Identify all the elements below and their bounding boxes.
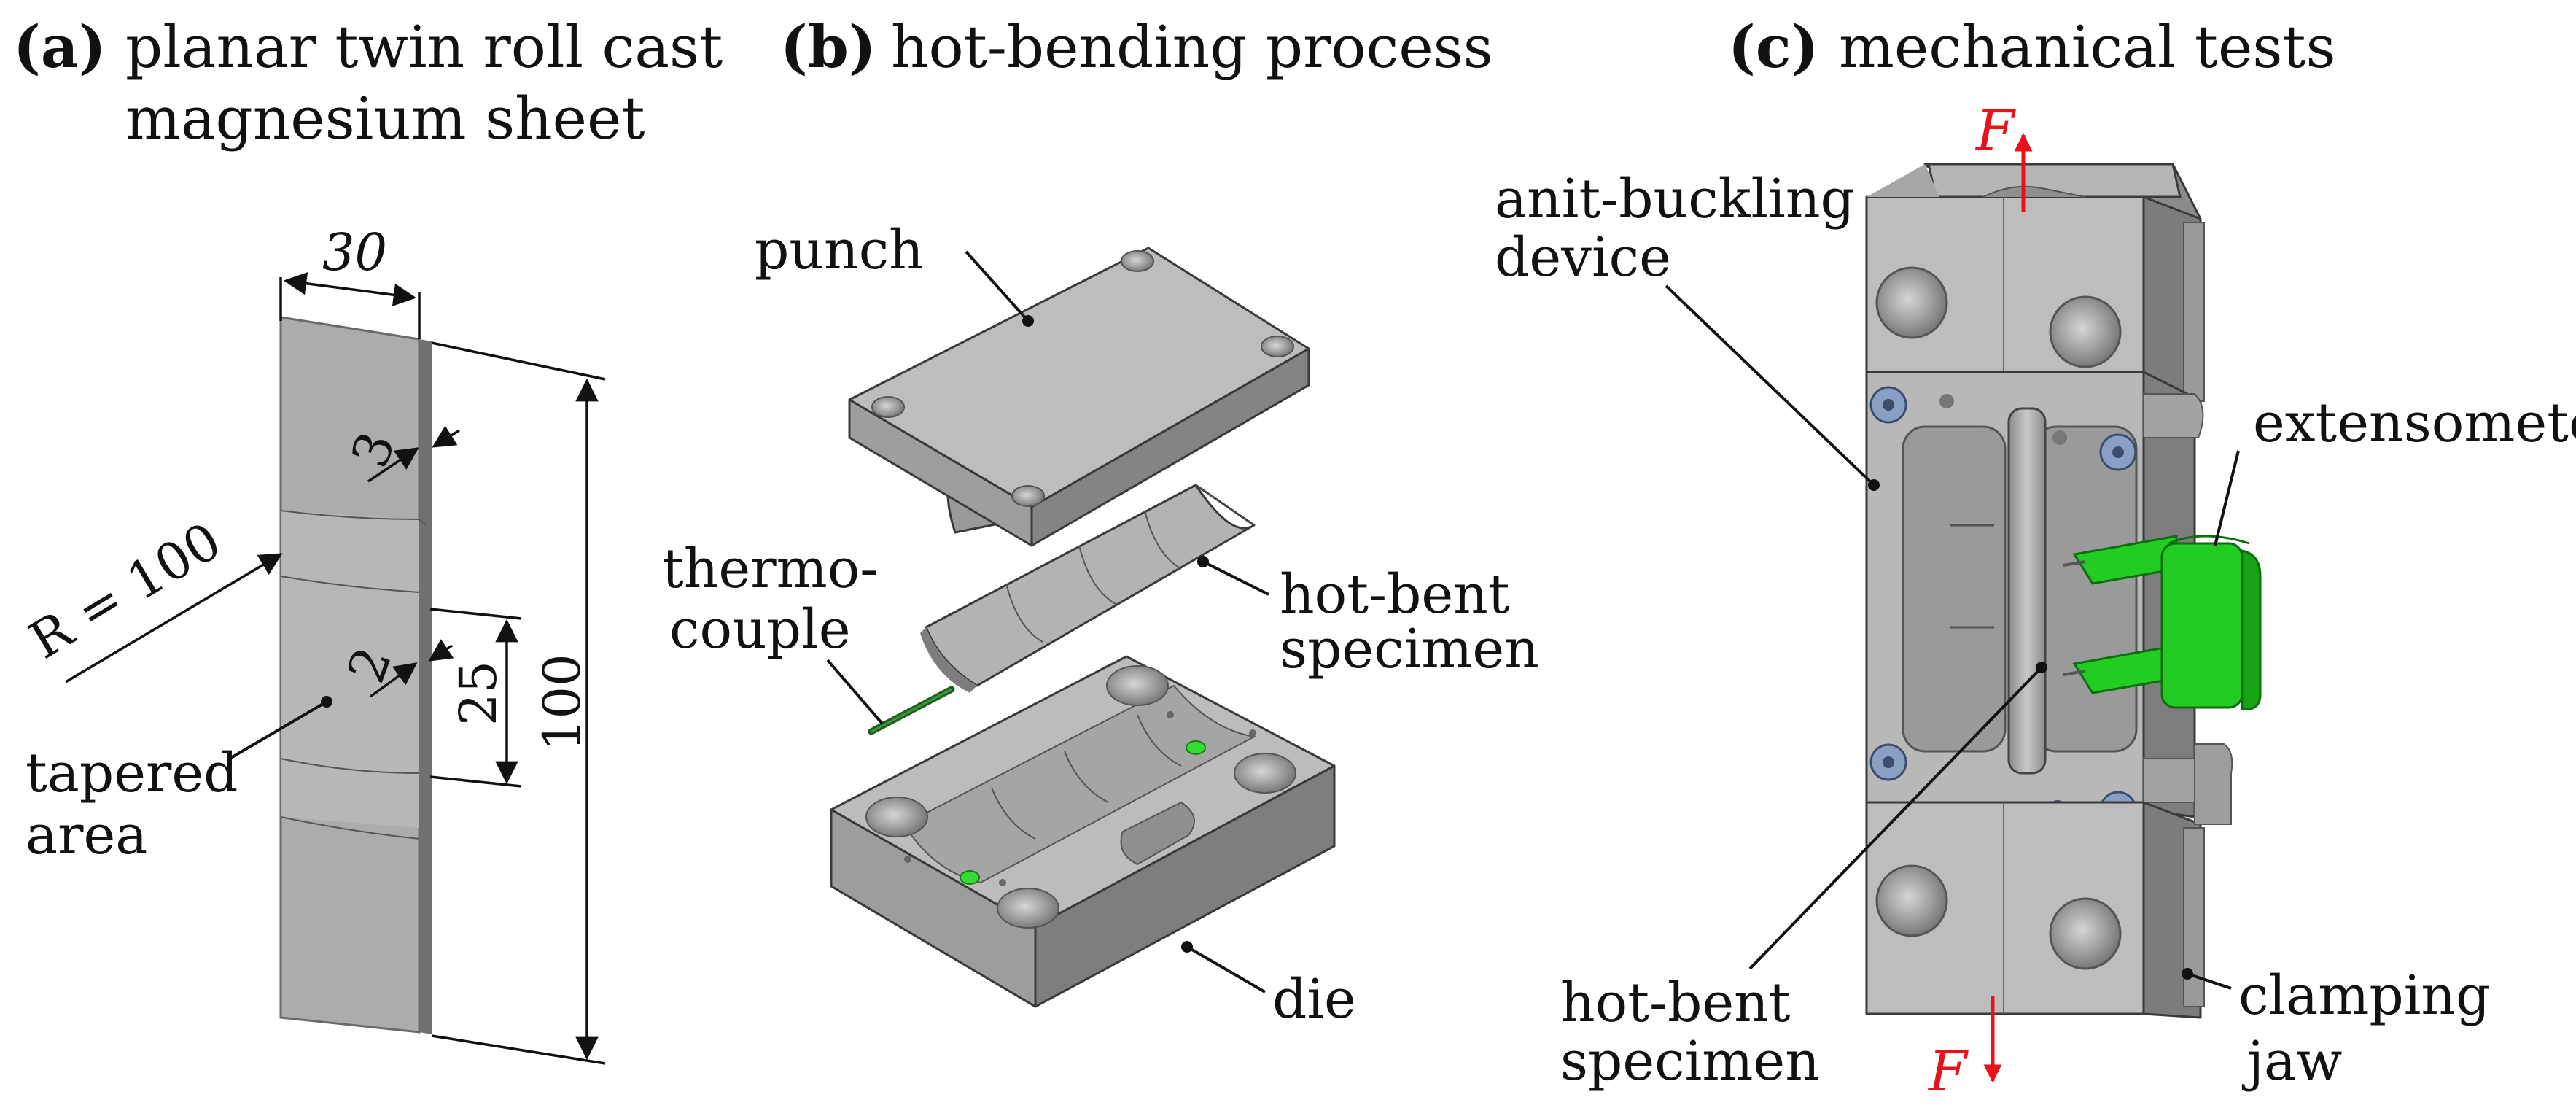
panel-a-title-line1: planar twin roll cast <box>125 13 723 81</box>
force-arrow-top: F <box>1974 98 2033 212</box>
hot-bent-specimen-c-label-line2: specimen <box>1560 1030 1820 1093</box>
panel-a: (a) planar twin roll cast magnesium shee… <box>13 12 723 1065</box>
panel-a-letter: (a) <box>13 12 106 81</box>
force-top-label: F <box>1974 98 2016 163</box>
dimension-length-value: 100 <box>532 654 592 751</box>
tapered-area-callout: tapered area <box>26 696 332 867</box>
panel-b-letter: (b) <box>780 12 876 81</box>
bottom-clamping-jaw <box>1865 743 2233 1019</box>
hot-bent-specimen-b-label-line2: specimen <box>1280 618 1539 681</box>
thermocouple-label-line1: thermo- <box>662 538 878 600</box>
clamping-jaw-leader-dot <box>2182 968 2193 980</box>
anti-buckling-device <box>1865 371 2204 829</box>
antibuckling-label-line2: device <box>1495 226 1671 289</box>
panel-b: (b) hot-bending process <box>662 12 1539 1031</box>
specimen-c-leader-dot <box>2036 662 2047 673</box>
dimension-taper-length: 25 <box>429 608 522 788</box>
clamping-jaw-label-line2: jaw <box>2241 1030 2342 1093</box>
panel-a-title-line2: magnesium sheet <box>125 85 645 152</box>
dimension-length: 100 <box>431 341 606 1065</box>
die-leader-dot <box>1181 941 1193 953</box>
dimension-width-value: 30 <box>322 222 387 282</box>
punch-drawing <box>848 247 1310 547</box>
tapered-area-label-line2: area <box>26 804 147 867</box>
dimension-taper-length-value: 25 <box>448 661 508 726</box>
tapered-area-label-line1: tapered <box>26 742 238 805</box>
punch-leader-dot <box>1022 315 1034 327</box>
hot-bent-specimen-c-label-line1: hot-bent <box>1560 972 1791 1034</box>
specimen-b-leader-dot <box>1197 556 1209 567</box>
panel-c-title: mechanical tests <box>1839 13 2336 81</box>
tapered-specimen-drawing <box>279 316 432 1034</box>
dimension-radius: R = 100 <box>20 511 283 683</box>
extensometer-label: extensometer <box>2253 392 2576 454</box>
antibuckling-label-line1: anit-buckling <box>1495 168 1855 230</box>
antibuckling-leader-dot <box>1868 479 1880 491</box>
clamping-jaw-label-line1: clamping <box>2238 964 2490 1027</box>
extensometer-drawing <box>2063 535 2262 710</box>
panel-b-title: hot-bending process <box>891 13 1493 81</box>
panel-c-letter: (c) <box>1728 12 1818 81</box>
thermocouple-drawing <box>868 686 955 735</box>
hot-bent-specimen-c <box>2007 407 2047 775</box>
die-label: die <box>1272 968 1356 1031</box>
force-bottom-label: F <box>1927 1039 1969 1104</box>
punch-label: punch <box>755 219 924 282</box>
dimension-width: 30 <box>279 222 421 339</box>
hot-bent-specimen-b-label-line1: hot-bent <box>1280 563 1510 626</box>
die-drawing <box>830 655 1336 1008</box>
panel-c: (c) mechanical tests <box>1495 12 2576 1104</box>
thermocouple-label-line2: couple <box>669 598 851 661</box>
force-arrow-bottom: F <box>1927 996 2002 1104</box>
bent-specimen-drawing <box>920 484 1256 693</box>
